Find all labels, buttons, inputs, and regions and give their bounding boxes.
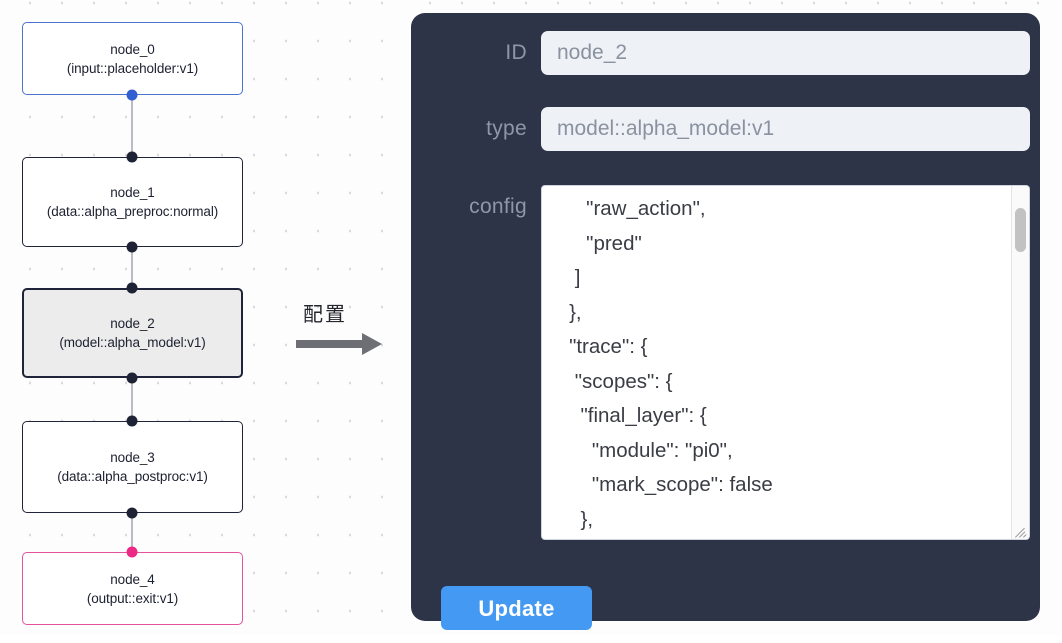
node-type-label: (data::alpha_preproc:normal) [46, 204, 219, 219]
graph-node-node_1[interactable]: node_1 (data::alpha_preproc:normal) [22, 157, 243, 247]
bottom-strip [0, 635, 1062, 643]
flow-arrow-group: 配置 [296, 298, 396, 357]
node_1-input-handle[interactable] [126, 151, 138, 163]
node_2-output-handle[interactable] [126, 372, 138, 384]
arrow-caption: 配置 [303, 304, 347, 326]
config-textarea[interactable]: "raw_action", "pred" ] }, "trace": { "sc… [569, 197, 773, 531]
type-field-label: type [486, 117, 527, 140]
edge-node1-node2 [131, 247, 133, 288]
node-properties-panel: ID type config "raw_action", "pred" ] },… [411, 13, 1040, 630]
edge-node0-node1 [131, 95, 133, 157]
node-id-label: node_1 [110, 185, 155, 200]
node-id-label: node_2 [110, 316, 155, 331]
node-id-label: node_0 [110, 41, 155, 57]
node-type-label: (input::placeholder:v1) [66, 60, 199, 76]
node-id-label: node_3 [110, 450, 155, 465]
node_1-output-handle[interactable] [126, 241, 138, 253]
config-field-label: config [469, 195, 527, 218]
node-id-label: node_4 [110, 571, 155, 587]
node_3-output-handle[interactable] [126, 507, 138, 519]
node_0-output-handle[interactable] [126, 89, 138, 101]
resize-handle-icon[interactable] [1013, 524, 1027, 538]
node_4-input-handle[interactable] [126, 546, 138, 558]
node-type-label: (output::exit:v1) [86, 590, 179, 606]
node-type-label: (data::alpha_postproc:v1) [57, 469, 208, 484]
node_2-input-handle[interactable] [126, 282, 138, 294]
edge-node2-node3 [131, 378, 133, 421]
config-scrollbar[interactable] [1011, 186, 1029, 539]
type-input[interactable] [541, 107, 1030, 151]
id-field-row: ID [429, 31, 1030, 75]
right-arrow-icon [296, 331, 396, 357]
graph-node-node_2[interactable]: node_2 (model::alpha_model:v1) [22, 288, 243, 378]
id-input[interactable] [541, 31, 1030, 75]
node_3-input-handle[interactable] [126, 415, 138, 427]
graph-node-node_3[interactable]: node_3 (data::alpha_postproc:v1) [22, 421, 243, 513]
config-scrollbar-thumb[interactable] [1015, 208, 1026, 252]
type-field-row: type [429, 107, 1030, 151]
edge-node3-node4 [131, 513, 133, 552]
node-type-label: (model::alpha_model:v1) [59, 335, 206, 350]
id-field-label: ID [505, 41, 527, 64]
config-textarea-wrapper[interactable]: "raw_action", "pred" ] }, "trace": { "sc… [541, 185, 1030, 540]
update-button[interactable]: Update [441, 586, 592, 630]
config-field-row: config "raw_action", "pred" ] }, "trace"… [429, 185, 1030, 540]
graph-node-node_4[interactable]: node_4 (output::exit:v1) [22, 552, 243, 625]
graph-node-node_0[interactable]: node_0 (input::placeholder:v1) [22, 22, 243, 95]
